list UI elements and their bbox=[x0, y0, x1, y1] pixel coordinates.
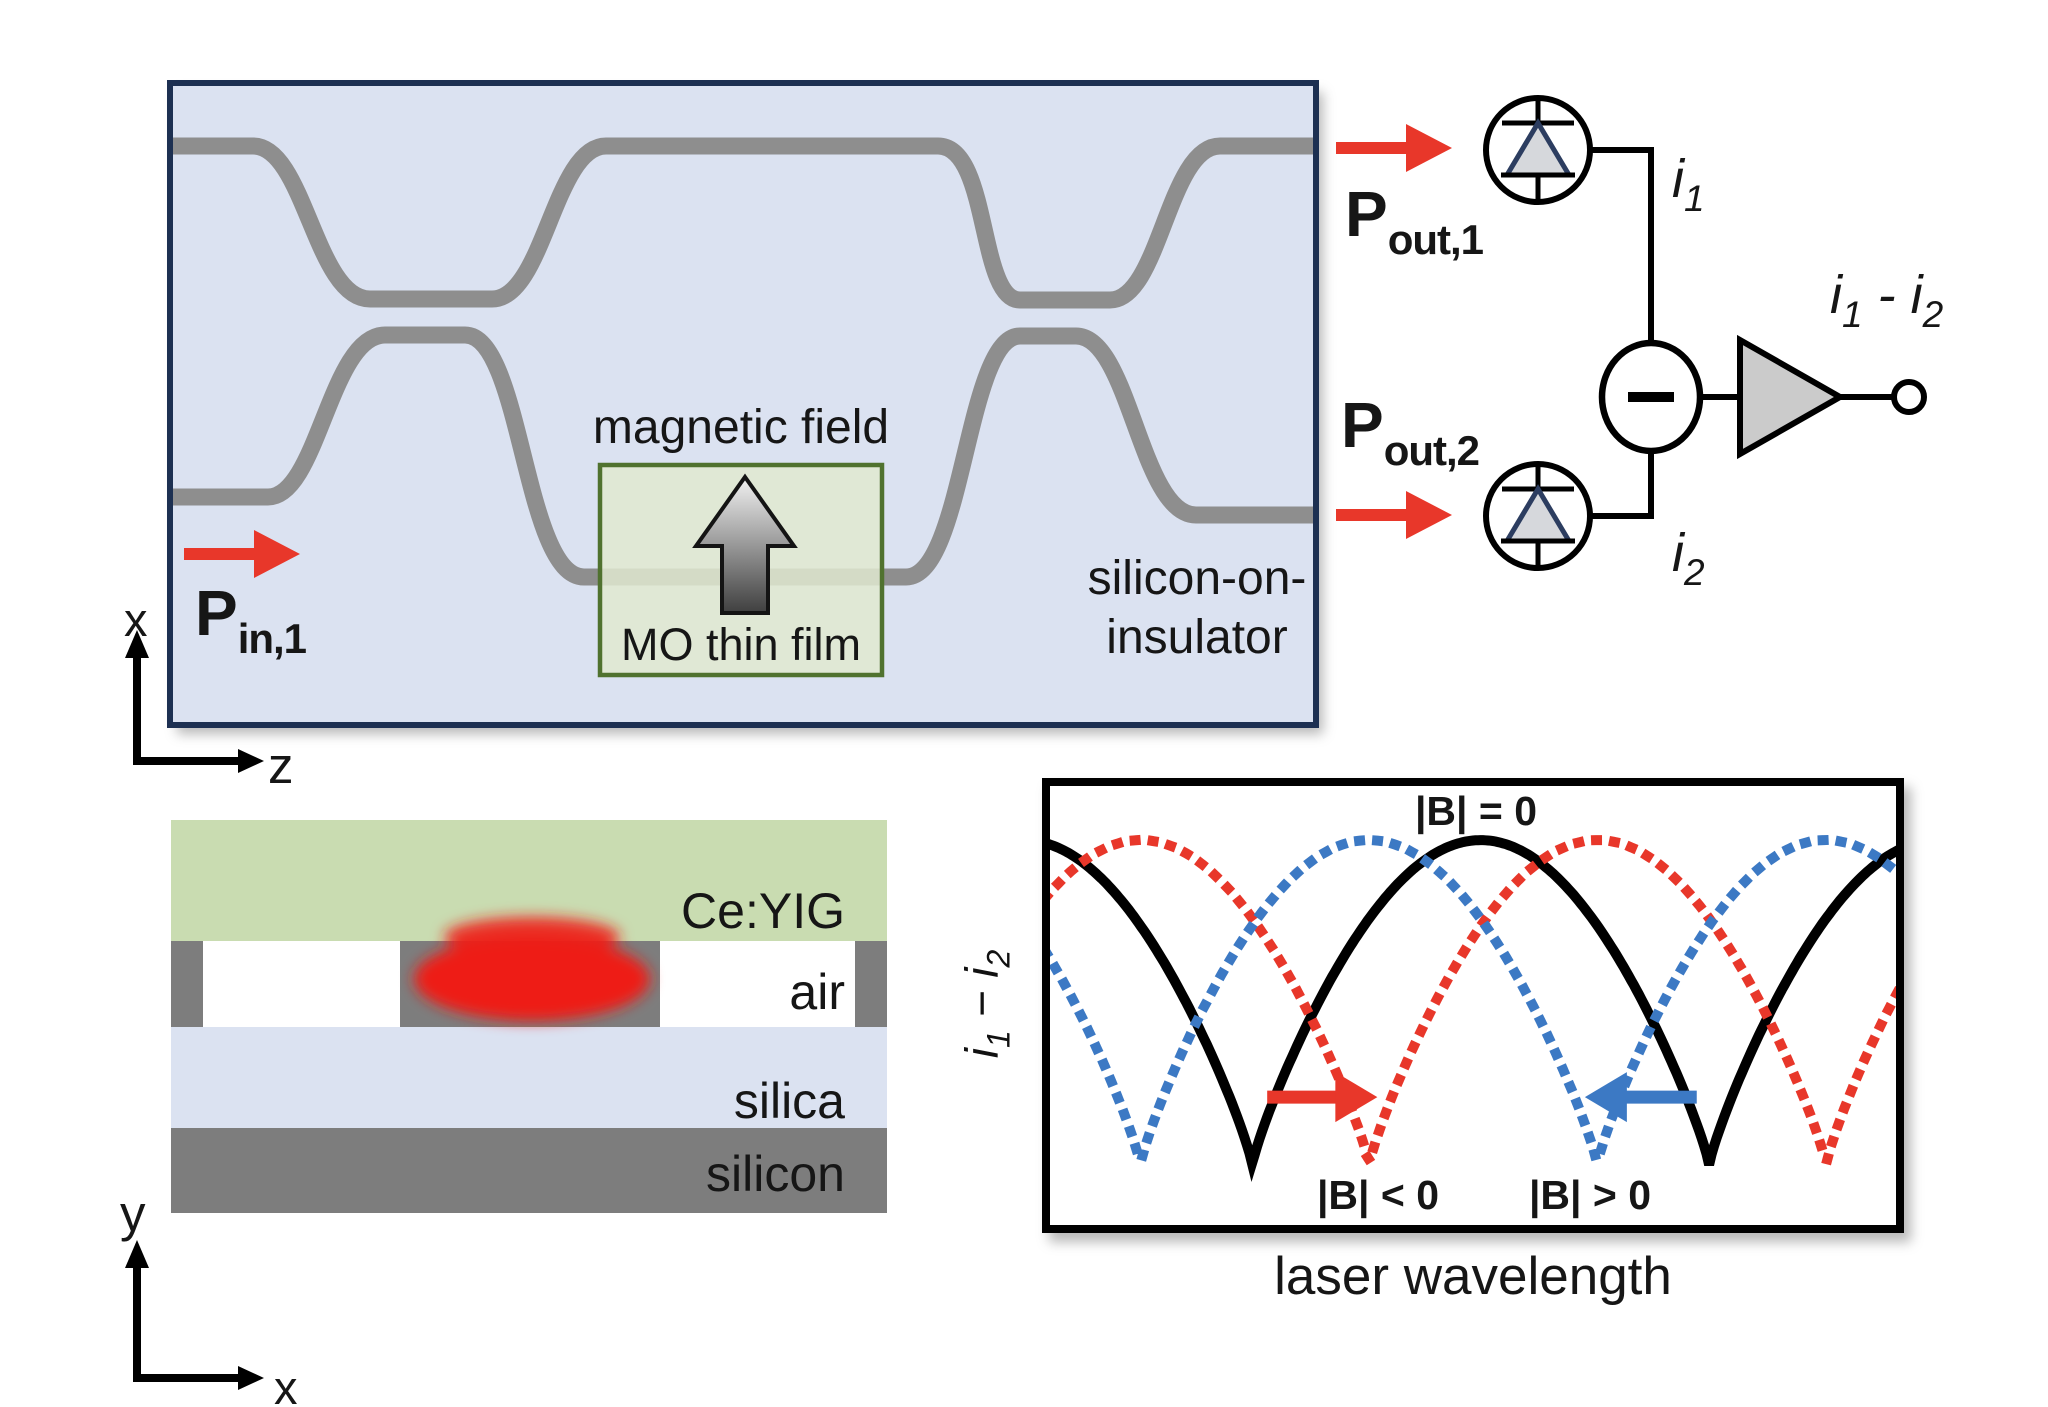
minus-icon bbox=[1628, 392, 1674, 402]
optical-mode-profile bbox=[414, 917, 650, 1021]
pout2-arrow-icon bbox=[1336, 491, 1452, 539]
yl-a: i bbox=[955, 1048, 1008, 1059]
pout2-sub: out,2 bbox=[1383, 427, 1480, 474]
annotation-b-equals-0: |B| = 0 bbox=[1415, 788, 1537, 835]
yl-b-sub: 2 bbox=[980, 949, 1017, 968]
yl-b: i bbox=[955, 967, 1008, 978]
shift-arrow-head-1 bbox=[1584, 1072, 1627, 1123]
plot-yaxis-label: i1 − i2 bbox=[955, 950, 1018, 1059]
waveguide-block-right bbox=[855, 941, 887, 1027]
shift-arrow-head-0 bbox=[1335, 1072, 1378, 1123]
axis-z-label: z bbox=[268, 736, 294, 795]
waveguide-top-arm bbox=[170, 137, 1316, 309]
silica-text: silica bbox=[733, 1073, 845, 1129]
i1-sub: 1 bbox=[1684, 178, 1705, 219]
curve-1 bbox=[1050, 835, 1896, 1174]
y-axis-arrowhead-icon bbox=[125, 1240, 149, 1268]
pin1-main: P bbox=[195, 577, 238, 649]
magnetic-field-text: magnetic field bbox=[592, 401, 890, 454]
x-axis-arrowhead-icon bbox=[125, 630, 149, 658]
soi-chip-border bbox=[167, 80, 1319, 728]
axis-x-text: x bbox=[124, 593, 148, 646]
axis-y-label: y bbox=[120, 1184, 146, 1243]
curve-2 bbox=[1050, 835, 1896, 1168]
mo-thin-film-text: MO thin film bbox=[620, 619, 862, 670]
waveguide-bottom-arm bbox=[170, 326, 1316, 586]
pin1-label: Pin,1 bbox=[195, 576, 307, 663]
ceyig-text: Ce:YIG bbox=[681, 883, 845, 939]
axis-x2-text: x bbox=[274, 1361, 298, 1407]
annotation-b-greater-0: |B| > 0 bbox=[1529, 1172, 1651, 1219]
silica-layer bbox=[171, 1027, 887, 1128]
photodiode-1-icon bbox=[1486, 98, 1590, 202]
axis-z-text: z bbox=[268, 737, 294, 794]
diff-b: i bbox=[1910, 265, 1923, 325]
pout1-arrow-icon bbox=[1336, 124, 1452, 172]
photodiode-2-icon bbox=[1486, 464, 1590, 568]
xlabel-text: laser wavelength bbox=[1274, 1247, 1672, 1306]
balanced-detector-circuit bbox=[1486, 98, 1927, 568]
bpos-text: |B| > 0 bbox=[1528, 1172, 1652, 1218]
yl-a-sub: 1 bbox=[980, 1030, 1017, 1049]
circuit-wires bbox=[1590, 147, 1893, 519]
soi-label: silicon-on- insulator bbox=[1088, 549, 1307, 667]
yx-axes bbox=[125, 1240, 264, 1390]
i2-main: i bbox=[1672, 523, 1684, 583]
xz-axes bbox=[125, 630, 264, 773]
diff-a: i bbox=[1830, 265, 1842, 325]
amplifier-icon bbox=[1737, 334, 1847, 460]
axis-y-text: y bbox=[120, 1185, 146, 1242]
x2-axis-arrowhead-icon bbox=[238, 1366, 264, 1390]
air-text: air bbox=[789, 964, 845, 1020]
magnetic-field-label: magnetic field bbox=[593, 400, 889, 455]
ceyig-label: Ce:YIG bbox=[445, 882, 845, 940]
diff-b-sub: 2 bbox=[1922, 294, 1944, 335]
i1-main: i bbox=[1672, 149, 1684, 209]
waveguide-block-left bbox=[171, 941, 203, 1027]
silica-label: silica bbox=[445, 1072, 845, 1130]
diff-current-label: i1 - i2 bbox=[1830, 264, 1943, 336]
annotation-b-less-0: |B| < 0 bbox=[1317, 1172, 1439, 1219]
curve-0 bbox=[1050, 835, 1896, 1182]
soi-chip-top-view bbox=[125, 80, 1452, 773]
pout2-main: P bbox=[1341, 389, 1384, 461]
pout1-label: Pout,1 bbox=[1345, 177, 1484, 264]
bneg-text: |B| < 0 bbox=[1316, 1172, 1440, 1218]
plot-xaxis-label: laser wavelength bbox=[1274, 1246, 1672, 1307]
plot-curves bbox=[1050, 835, 1896, 1182]
diff-a-sub: 1 bbox=[1842, 294, 1863, 335]
pout2-label: Pout,2 bbox=[1341, 388, 1480, 475]
axis-x2-label: x bbox=[274, 1360, 298, 1407]
axis-x-label: x bbox=[124, 592, 148, 647]
current-i2-label: i2 bbox=[1672, 522, 1705, 594]
mo-thin-film-label: MO thin film bbox=[621, 619, 861, 671]
yl-op: − bbox=[955, 977, 1008, 1031]
b0-text: |B| = 0 bbox=[1414, 788, 1538, 834]
pin1-sub: in,1 bbox=[237, 615, 307, 662]
silicon-label: silicon bbox=[445, 1145, 845, 1203]
pin1-arrow-icon bbox=[184, 530, 300, 578]
plot-shift-arrows bbox=[1267, 1072, 1697, 1123]
silicon-layer bbox=[171, 1128, 887, 1213]
i2-sub: 2 bbox=[1684, 552, 1705, 593]
output-terminal-icon bbox=[1891, 379, 1927, 415]
soi-label-line1: silicon-on- bbox=[1087, 552, 1307, 605]
magnetic-field-up-arrow-icon bbox=[692, 473, 798, 615]
current-i1-label: i1 bbox=[1672, 148, 1705, 220]
soi-label-line2: insulator bbox=[1106, 611, 1288, 664]
spectrum-plot bbox=[1042, 778, 1904, 1233]
diff-op: - bbox=[1862, 265, 1911, 325]
waveguide-cross-section bbox=[125, 820, 887, 1390]
z-axis-arrowhead-icon bbox=[238, 749, 264, 773]
pout1-main: P bbox=[1345, 178, 1388, 250]
silicon-text: silicon bbox=[706, 1146, 845, 1202]
air-label: air bbox=[445, 963, 845, 1021]
pout1-sub: out,1 bbox=[1387, 216, 1484, 263]
